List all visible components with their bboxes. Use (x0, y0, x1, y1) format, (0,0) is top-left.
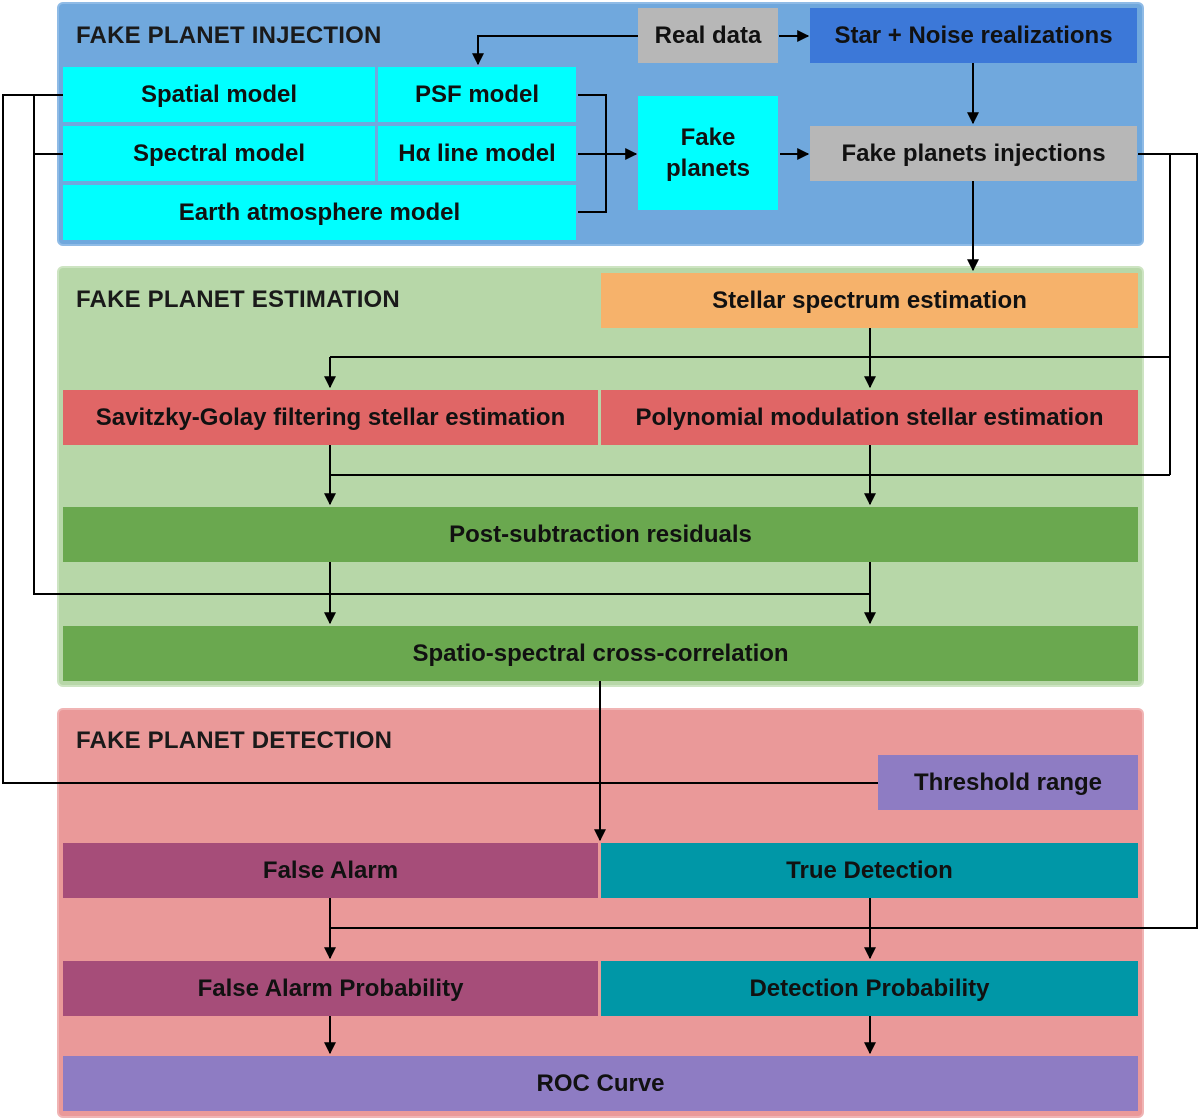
savitzky-golay-estimation-box: Savitzky-Golay filtering stellar estimat… (63, 390, 598, 445)
detection-section-title: FAKE PLANET DETECTION (76, 727, 393, 754)
roc-curve-box: ROC Curve (63, 1056, 1138, 1111)
fake-planets-box: Fake planets (638, 96, 778, 210)
star-noise-realizations-box: Star + Noise realizations (810, 8, 1137, 63)
detection-probability-box: Detection Probability (601, 961, 1138, 1016)
false-alarm-probability-box: False Alarm Probability (63, 961, 598, 1016)
estimation-section-title: FAKE PLANET ESTIMATION (76, 286, 400, 313)
threshold-range-box: Threshold range (878, 755, 1138, 810)
real-data-box: Real data (638, 8, 778, 63)
injection-section-title: FAKE PLANET INJECTION (76, 22, 382, 49)
stellar-spectrum-estimation-box: Stellar spectrum estimation (601, 273, 1138, 328)
section-fake-planet-estimation (57, 266, 1144, 687)
psf-model-box: PSF model (378, 67, 576, 122)
true-detection-box: True Detection (601, 843, 1138, 898)
halpha-line-model-box: Hα line model (378, 126, 576, 181)
false-alarm-box: False Alarm (63, 843, 598, 898)
earth-atmosphere-model-box: Earth atmosphere model (63, 185, 576, 240)
spatio-spectral-cross-correlation-box: Spatio-spectral cross-correlation (63, 626, 1138, 681)
spatial-model-box: Spatial model (63, 67, 375, 122)
post-subtraction-residuals-box: Post-subtraction residuals (63, 507, 1138, 562)
spectral-model-box: Spectral model (63, 126, 375, 181)
fake-planets-injections-box: Fake planets injections (810, 126, 1137, 181)
polynomial-modulation-estimation-box: Polynomial modulation stellar estimation (601, 390, 1138, 445)
